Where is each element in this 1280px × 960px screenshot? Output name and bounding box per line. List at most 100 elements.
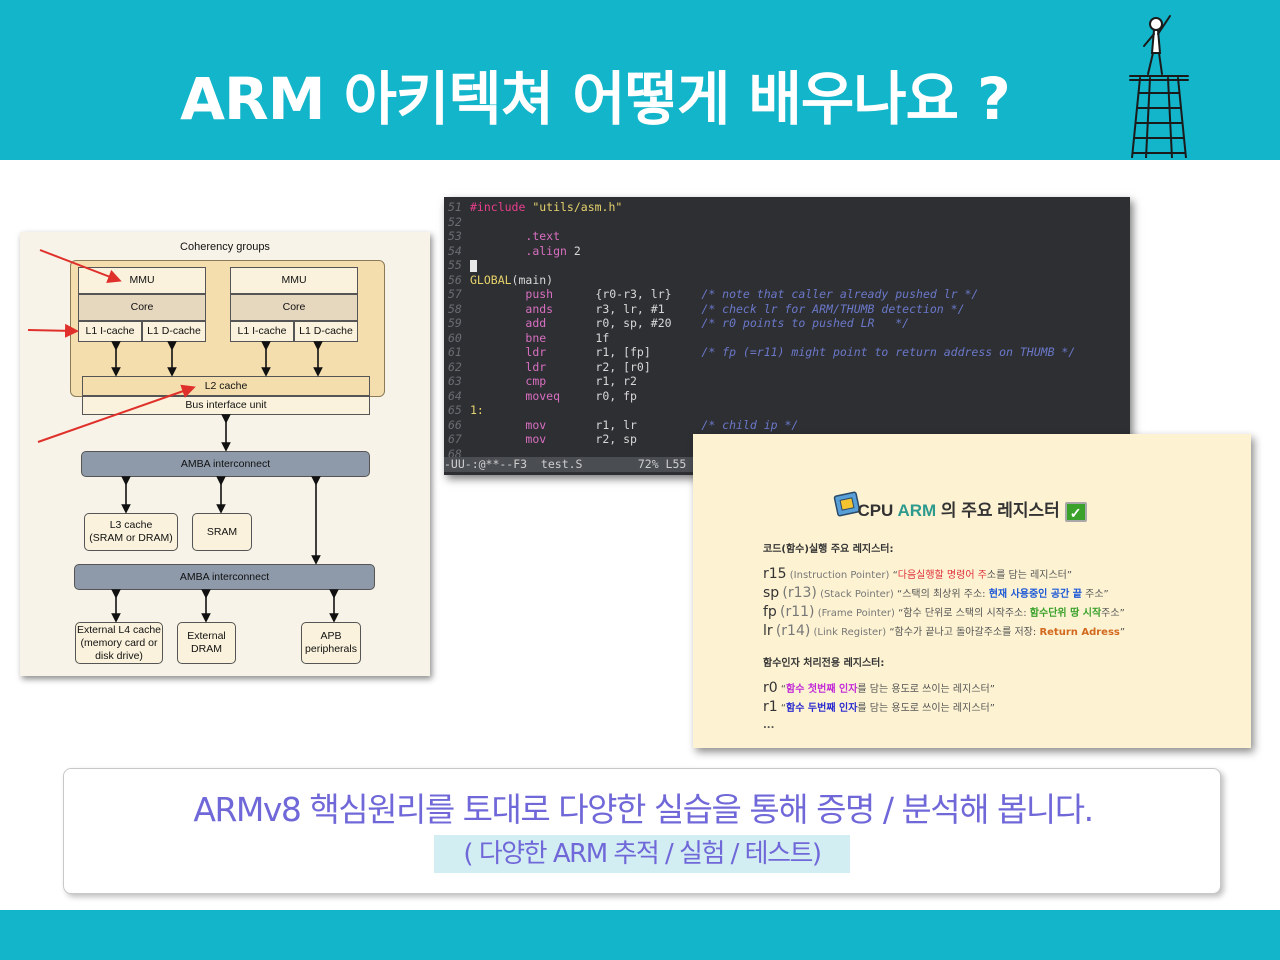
code-line: 53 .text [444,229,560,244]
code-operands: r1, [fp] [595,345,651,359]
diagram-arrows [27,249,339,623]
line-number: 60 [448,330,462,345]
code-instruction: push [525,287,554,301]
l1-dcache-left: L1 D-cache [142,321,206,342]
r0-name: r0 [763,680,778,696]
code-instruction: ldr [525,359,547,374]
line-number: 65 [448,403,462,417]
fp-highlight: 함수단위 땅 시작 [1029,608,1102,619]
amba-interconnect-bottom: AMBA interconnect [74,564,375,590]
code-instruction: mov [525,432,547,446]
sp-reg: (r13) [782,585,817,601]
line-number: 55 [448,258,462,272]
lr-paren: (Link Register) [813,627,887,638]
l1-icache-right: L1 I-cache [230,321,294,342]
code-instruction: cmp [525,374,547,388]
line-number: 51 [448,200,462,214]
line-number: 61 [448,345,462,359]
code-directive: .align [525,243,567,258]
code-instruction: add [525,316,547,330]
l4-line2: (memory card or [80,636,158,649]
summary-box: ARMv8 핵심원리를 토대로 다양한 실습을 통해 증명 / 분석해 봅니다.… [63,768,1221,894]
r15-name: r15 [763,566,787,582]
slide-title: ARM 아키텍쳐 어떻게 배우나요 ? [180,65,1011,133]
register-title-pre: CPU [857,501,894,520]
lr-desc2: ” [1119,627,1126,638]
ladder-climber-icon [1129,15,1189,158]
r1-highlight: 함수 두번째 인자 [786,703,858,714]
header-bar: ARM 아키텍쳐 어떻게 배우나요 ? [0,0,1280,160]
check-box-icon: ✓ [1064,501,1087,522]
core-right: Core [230,294,358,321]
code-line: 64 moveq r0, fp [444,389,701,404]
r15-q1: “ [892,570,898,581]
register-row-lr: lr (r14) (Link Register) “함수가 끝나고 돌아갈주소를… [763,623,1125,639]
line-number: 64 [448,388,462,403]
fp-desc1: “함수 단위로 스택의 시작주소: [898,608,1030,619]
apb-peripherals: APB peripherals [301,622,361,664]
code-operands: r2, [r0] [595,359,651,374]
code-comment: /* note that caller already pushed lr */ [701,287,979,301]
dram-line2: DRAM [191,643,222,655]
code-operands: 2 [566,243,581,258]
code-operands: r2, sp [595,432,637,446]
code-instruction: moveq [525,388,561,403]
code-operands: (main) [511,272,554,287]
register-row-fp: fp (r11) (Frame Pointer) “함수 단위로 스택의 시작주… [763,604,1125,620]
code-directive: #include [470,200,533,214]
r0-highlight: 함수 첫번째 인자 [786,684,858,695]
fp-reg: (r11) [780,604,815,620]
l4-line1: External L4 cache [76,623,162,636]
line-number: 53 [448,229,462,243]
l3-cache: L3 cache (SRAM or DRAM) [84,513,178,551]
code-operands: r0, fp [595,388,637,403]
code-line: 62 ldr r2, [r0] [444,360,701,375]
code-directive: .text [525,229,561,243]
lr-name: lr [763,623,773,639]
code-instruction: mov [525,417,547,432]
line-number: 57 [448,287,462,301]
r0-q: “ [780,684,787,695]
code-operands: 1f [595,330,610,345]
line-number: 62 [448,359,462,374]
diagram-title: Coherency groups [180,241,270,253]
code-macro: GLOBAL [470,272,512,287]
lr-highlight: Return Adress [1039,627,1120,638]
l4-line3: disk drive) [95,649,143,662]
register-title-post: 의 주요 레지스터 [940,501,1060,520]
sp-paren: (Stack Pointer) [820,589,894,600]
line-number: 58 [448,301,462,316]
register-row-r0: r0 “함수 첫번째 인자를 담는 용도로 쓰이는 레지스터” [763,680,995,696]
sp-highlight: 현재 사용중인 공간 끝 [988,589,1082,600]
register-panel: CPU ARM 의 주요 레지스터 ✓ 코드(함수)실행 주요 레지스터: r1… [693,434,1251,748]
l1-dcache-right: L1 D-cache [294,321,358,342]
cpu-chip-icon [833,491,861,517]
r15-paren: (Instruction Pointer) [789,570,890,581]
summary-main: ARMv8 핵심원리를 토대로 다양한 실습을 통해 증명 / 분석해 봅니다. [193,790,1094,829]
sp-desc2: 주소” [1081,589,1109,600]
r15-desc: 소를 담는 레지스터” [986,570,1073,581]
r15-highlight: 다음실행할 명령어 주 [897,570,987,581]
line-number: 67 [448,432,462,446]
code-comment: /* check lr for ARM/THUMB detection */ [701,301,965,316]
dram-line1: External [187,630,226,642]
code-line: 51 #include "utils/asm.h" [444,200,622,215]
sram: SRAM [192,513,252,551]
fp-desc2: 주소” [1101,608,1125,619]
apb-line1: APB [320,630,342,642]
fp-paren: (Frame Pointer) [817,608,895,619]
l3-line2: (SRAM or DRAM) [89,532,173,544]
mmu-right: MMU [230,267,358,294]
code-string: "utils/asm.h" [532,200,623,214]
sp-name: sp [763,585,780,601]
code-line: 57 push{r0-r3, lr}/* note that caller al… [444,287,978,302]
register-title-arm: ARM [897,501,937,520]
